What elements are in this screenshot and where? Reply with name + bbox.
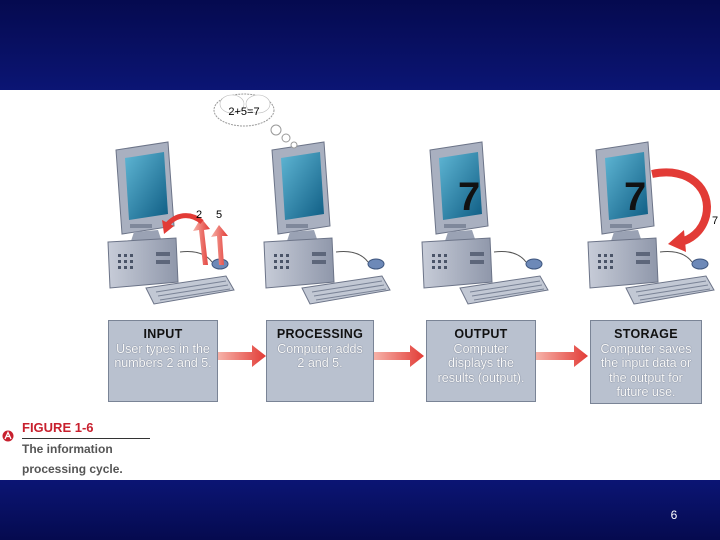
step-output-title: OUTPUT: [454, 327, 508, 341]
bottom-band: [0, 480, 720, 540]
figure-caption-line-2: processing cycle.: [22, 462, 123, 476]
step-output-box: OUTPUT Computer displays the results (ou…: [426, 320, 536, 402]
output-computer: [421, 141, 549, 305]
arrow-label-5: 5: [216, 209, 222, 221]
top-band: [0, 0, 720, 90]
step-output-line-2: displays the: [447, 356, 514, 370]
storage-loop-arrow: 7: [651, 168, 718, 252]
arrow-input-to-processing: [218, 345, 266, 367]
arrow-processing-to-output: [374, 345, 424, 367]
input-arrows: 2 5: [162, 209, 228, 265]
storage-computer: [587, 141, 715, 305]
step-input-box: INPUT User types in the numbers 2 and 5.: [108, 320, 218, 402]
figure-caption-line-1: The information: [22, 442, 113, 456]
step-output-line-1: Computer: [453, 341, 509, 356]
publisher-logo-icon: [2, 430, 14, 442]
arrow-label-2: 2: [196, 209, 202, 221]
step-input-line-1: User types in the: [116, 341, 210, 356]
storage-loop-label: 7: [712, 215, 718, 227]
arrow-output-to-storage: [536, 345, 588, 367]
information-processing-cycle-diagram: 7 7 2+5=7 2 5 7: [107, 93, 718, 367]
slide-number: 6: [670, 508, 678, 522]
figure-label: FIGURE 1-6: [22, 420, 150, 439]
processing-computer: [263, 141, 391, 305]
step-processing-title: PROCESSING: [276, 327, 364, 341]
figure-caption: FIGURE 1-6 The information processing cy…: [22, 420, 162, 479]
flow-arrows: [218, 345, 588, 367]
step-processing-line-2: 2 and 5.: [297, 356, 343, 370]
step-storage-box: STORAGE Computer saves the input data or…: [590, 320, 702, 404]
thought-cloud: 2+5=7: [213, 93, 298, 149]
step-processing-line-1: Computer adds: [277, 341, 363, 356]
step-storage-title: STORAGE: [614, 327, 678, 341]
step-storage-line-4: future use.: [616, 385, 676, 399]
output-screen-value: 7: [458, 175, 480, 219]
thought-equation: 2+5=7: [228, 106, 259, 118]
step-input-line-2: numbers 2 and 5.: [114, 356, 212, 370]
step-input-title: INPUT: [143, 327, 183, 341]
step-storage-line-2: the input data or: [600, 356, 692, 370]
step-storage-line-3: the output for: [609, 370, 683, 385]
step-storage-line-1: Computer saves: [600, 341, 692, 356]
storage-screen-value: 7: [624, 175, 646, 219]
step-output-line-3: results (output).: [437, 370, 525, 385]
step-processing-box: PROCESSING Computer adds 2 and 5.: [266, 320, 374, 402]
